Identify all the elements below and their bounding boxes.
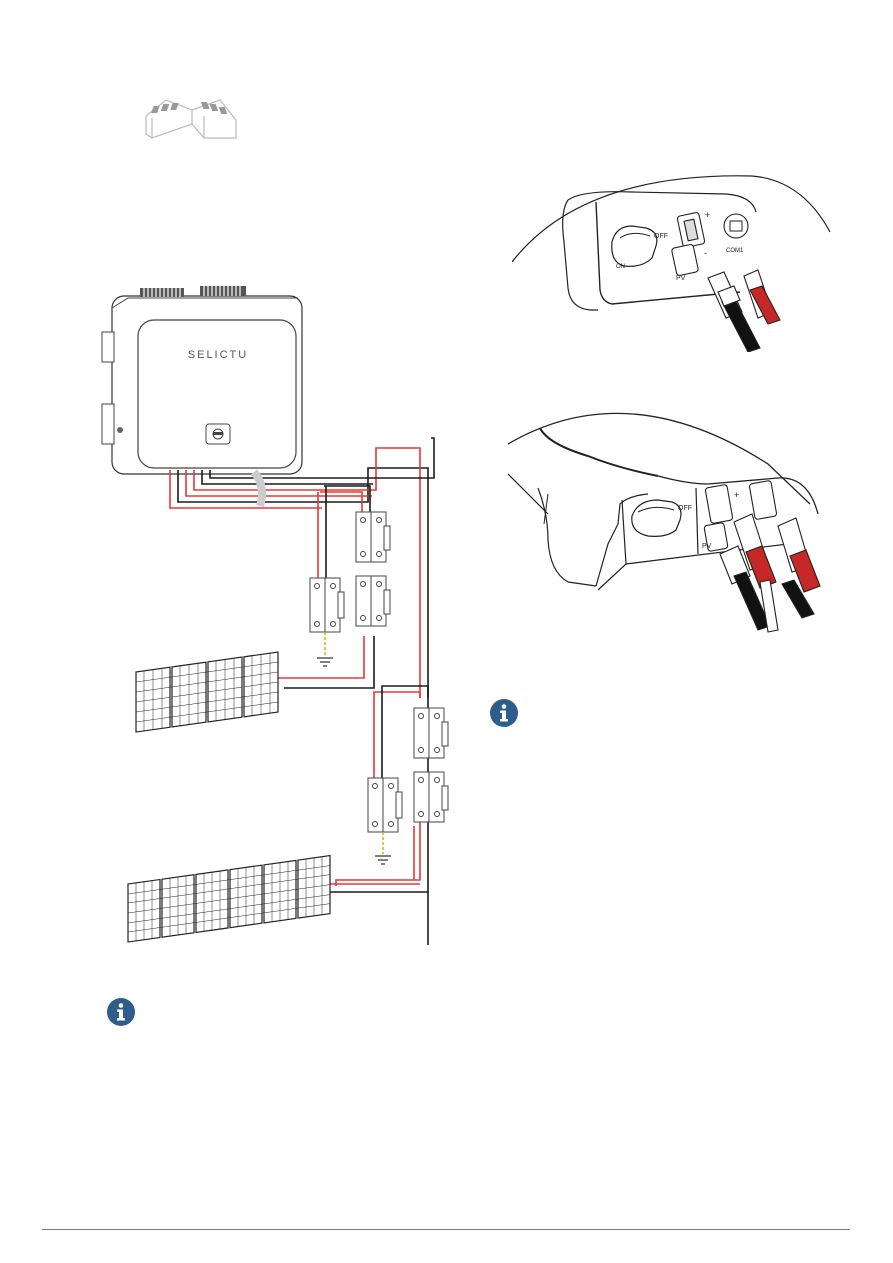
dc-breaker bbox=[414, 708, 448, 822]
dc-breaker bbox=[356, 512, 390, 626]
info-icon bbox=[489, 698, 519, 728]
switch-off-label: OFF bbox=[654, 233, 668, 240]
connector-closeup-bottom: OFF + PV bbox=[508, 404, 838, 644]
com-label: COM1 bbox=[726, 248, 744, 254]
mc4-connector bbox=[708, 270, 780, 352]
info-icon bbox=[106, 997, 136, 1027]
switch-off-label: OFF bbox=[678, 505, 692, 512]
connector-closeup-top: OFF ON + - PV COM1 bbox=[512, 172, 834, 352]
pv-plus-label: + bbox=[705, 210, 710, 220]
ground-symbol bbox=[375, 856, 391, 864]
switch-on-label: ON bbox=[616, 264, 625, 270]
dc-switch: OFF bbox=[632, 500, 692, 536]
pv-array bbox=[128, 856, 330, 942]
com-port: COM1 bbox=[724, 214, 748, 254]
roof-pv-icon bbox=[140, 94, 240, 144]
pv-label: PV bbox=[702, 543, 712, 550]
pv-array bbox=[136, 652, 278, 732]
surge-protector bbox=[310, 578, 344, 632]
ground-symbol bbox=[317, 658, 333, 666]
pv-label: PV bbox=[676, 275, 686, 282]
pv-plus-label: + bbox=[734, 490, 739, 500]
footer-rule bbox=[42, 1229, 850, 1230]
pv-minus-label: - bbox=[704, 248, 707, 258]
pv-wiring-diagram: SELICTU bbox=[98, 280, 468, 950]
dc-switch: OFF ON bbox=[612, 226, 668, 270]
surge-protector bbox=[368, 778, 402, 832]
pv-port bbox=[671, 212, 705, 276]
inverter-brand-label: SELICTU bbox=[188, 349, 248, 361]
mc4-connector bbox=[720, 514, 820, 632]
inverter: SELICTU bbox=[102, 286, 302, 474]
